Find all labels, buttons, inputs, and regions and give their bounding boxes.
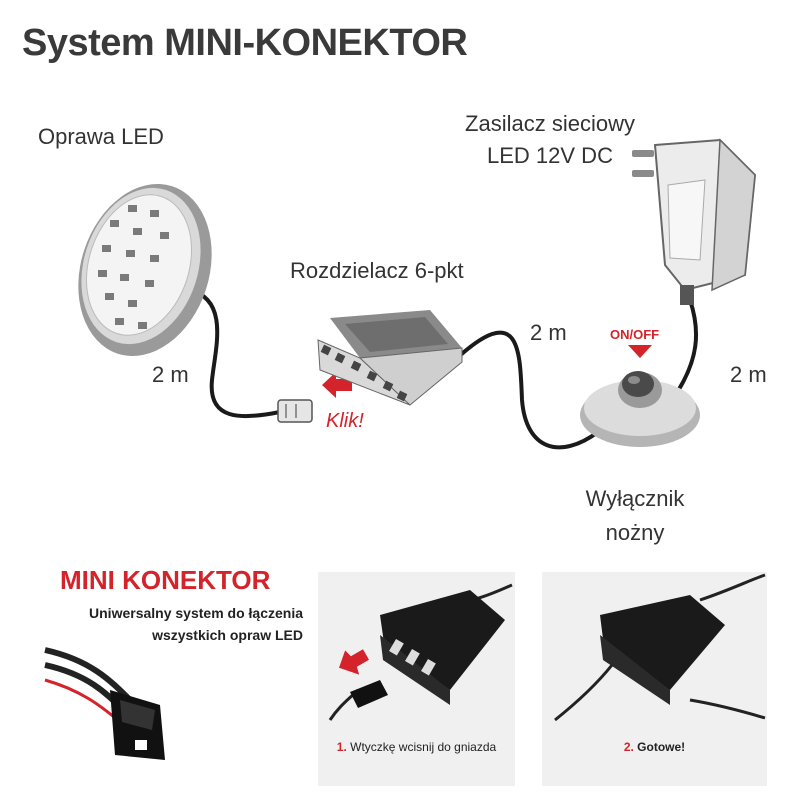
step2-caption: 2. Gotowe! (542, 740, 767, 754)
mini-plug (277, 399, 313, 423)
foot-switch (580, 371, 700, 447)
step1-arrow-icon (339, 649, 369, 675)
foot-switch-label-line1: Wyłącznik (585, 486, 685, 511)
led-fixture-label: Oprawa LED (38, 124, 164, 149)
cable-splitter-to-switch (453, 330, 600, 450)
step2-number: 2. (623, 740, 634, 754)
step2-photo (554, 573, 766, 722)
cable-length-led: 2 m (152, 362, 189, 387)
klik-label: Klik! (326, 410, 364, 432)
foot-switch-label-line2: nożny (605, 520, 665, 545)
mini-konektor-subtitle-line1: Uniwersalny system do łączenia (89, 605, 303, 621)
splitter-label: Rozdzielacz 6-pkt (290, 258, 464, 283)
cables (188, 288, 699, 450)
led-fixture (78, 184, 212, 356)
cable-length-psu: 2 m (730, 362, 767, 387)
onoff-label: ON/OFF (610, 327, 660, 342)
step1-text: Wtyczkę wcisnij do gniazda (350, 740, 497, 754)
insert-arrow-icon (322, 372, 352, 398)
splitter-6pt (317, 310, 463, 406)
cable-switch-to-psu (670, 298, 699, 402)
power-supply (632, 138, 757, 305)
cable-length-switch: 2 m (530, 320, 567, 345)
mini-konektor-subtitle: Uniwersalny system do łączenia wszystkic… (20, 602, 303, 646)
step1-caption: 1. Wtyczkę wcisnij do gniazda (318, 740, 515, 754)
page-title: System MINI-KONEKTOR (22, 22, 468, 64)
mini-konektor-subtitle-line2: wszystkich opraw LED (152, 627, 303, 643)
power-supply-label-line1: Zasilacz sieciowy (465, 111, 635, 136)
power-supply-label-line2: LED 12V DC (487, 143, 613, 168)
foot-switch-label: Wyłącznik nożny (560, 482, 710, 550)
power-supply-label: Zasilacz sieciowy LED 12V DC (420, 108, 680, 172)
step2-text: Gotowe! (637, 740, 686, 754)
onoff-arrow-icon (628, 345, 652, 358)
cable-led-to-plug (188, 288, 282, 419)
step1-number: 1. (336, 740, 347, 754)
mini-connector-photo (44, 647, 165, 760)
step1-photo (328, 583, 513, 721)
mini-konektor-title: MINI KONEKTOR (60, 565, 271, 595)
led-diodes (98, 205, 169, 329)
